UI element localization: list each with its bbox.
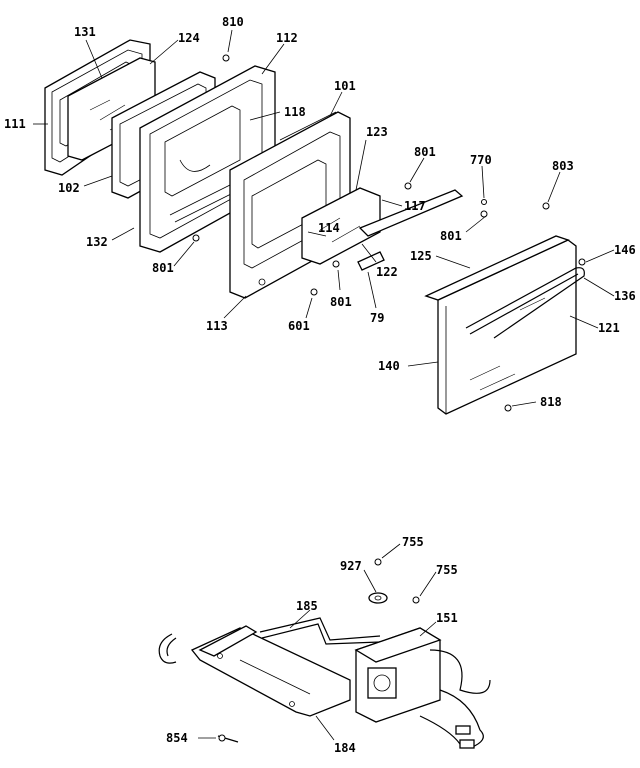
label-801-c: 801	[152, 261, 174, 275]
screw-801-a	[404, 182, 412, 190]
label-113: 113	[206, 319, 228, 333]
label-124: 124	[178, 31, 200, 45]
screw-818	[504, 404, 512, 412]
label-854: 854	[166, 731, 188, 745]
screw-801-b	[480, 210, 488, 218]
label-136: 136	[614, 289, 636, 303]
screw-801-d	[332, 260, 340, 268]
lock-bracket-184	[158, 625, 351, 717]
label-112: 112	[276, 31, 298, 45]
screw-146	[578, 258, 586, 266]
screw-755-a	[374, 558, 382, 566]
label-114: 114	[318, 221, 340, 235]
label-818: 818	[540, 395, 562, 409]
screw-803	[542, 202, 550, 210]
label-927: 927	[340, 559, 362, 573]
label-123: 123	[366, 125, 388, 139]
label-185: 185	[296, 599, 318, 613]
label-801-b: 801	[440, 229, 462, 243]
screw-755-b	[412, 596, 420, 604]
label-111: 111	[4, 117, 26, 131]
label-770: 770	[470, 153, 492, 167]
label-146: 146	[614, 243, 636, 257]
label-755-a: 755	[402, 535, 424, 549]
label-810: 810	[222, 15, 244, 29]
vent-channel-117	[357, 189, 464, 271]
glass-panel-123	[301, 187, 381, 265]
label-101: 101	[334, 79, 356, 93]
label-140: 140	[378, 359, 400, 373]
label-118: 118	[284, 105, 306, 119]
label-184: 184	[334, 741, 356, 755]
washer-927	[368, 592, 388, 604]
label-117: 117	[404, 199, 426, 213]
label-132: 132	[86, 235, 108, 249]
label-122: 122	[376, 265, 398, 279]
screw-601	[310, 288, 318, 296]
screw-770	[481, 199, 487, 205]
label-79: 79	[370, 311, 384, 325]
label-801-d: 801	[330, 295, 352, 309]
screw-810	[222, 54, 230, 62]
label-102: 102	[58, 181, 80, 195]
label-131: 131	[74, 25, 96, 39]
outer-door-panel-140	[424, 235, 577, 415]
label-801-a: 801	[414, 145, 436, 159]
leader-lines-upper	[33, 29, 615, 407]
label-755-b: 755	[436, 563, 458, 577]
door-handle-136	[465, 267, 585, 339]
label-601: 601	[288, 319, 310, 333]
label-151: 151	[436, 611, 458, 625]
lock-rod-185	[259, 617, 381, 645]
lock-motor-151	[354, 627, 491, 749]
screw-801-c	[192, 234, 200, 242]
leader-lines-lower	[198, 543, 437, 741]
label-803: 803	[552, 159, 574, 173]
label-125: 125	[410, 249, 432, 263]
label-121: 121	[598, 321, 620, 335]
screw-854	[217, 734, 239, 743]
